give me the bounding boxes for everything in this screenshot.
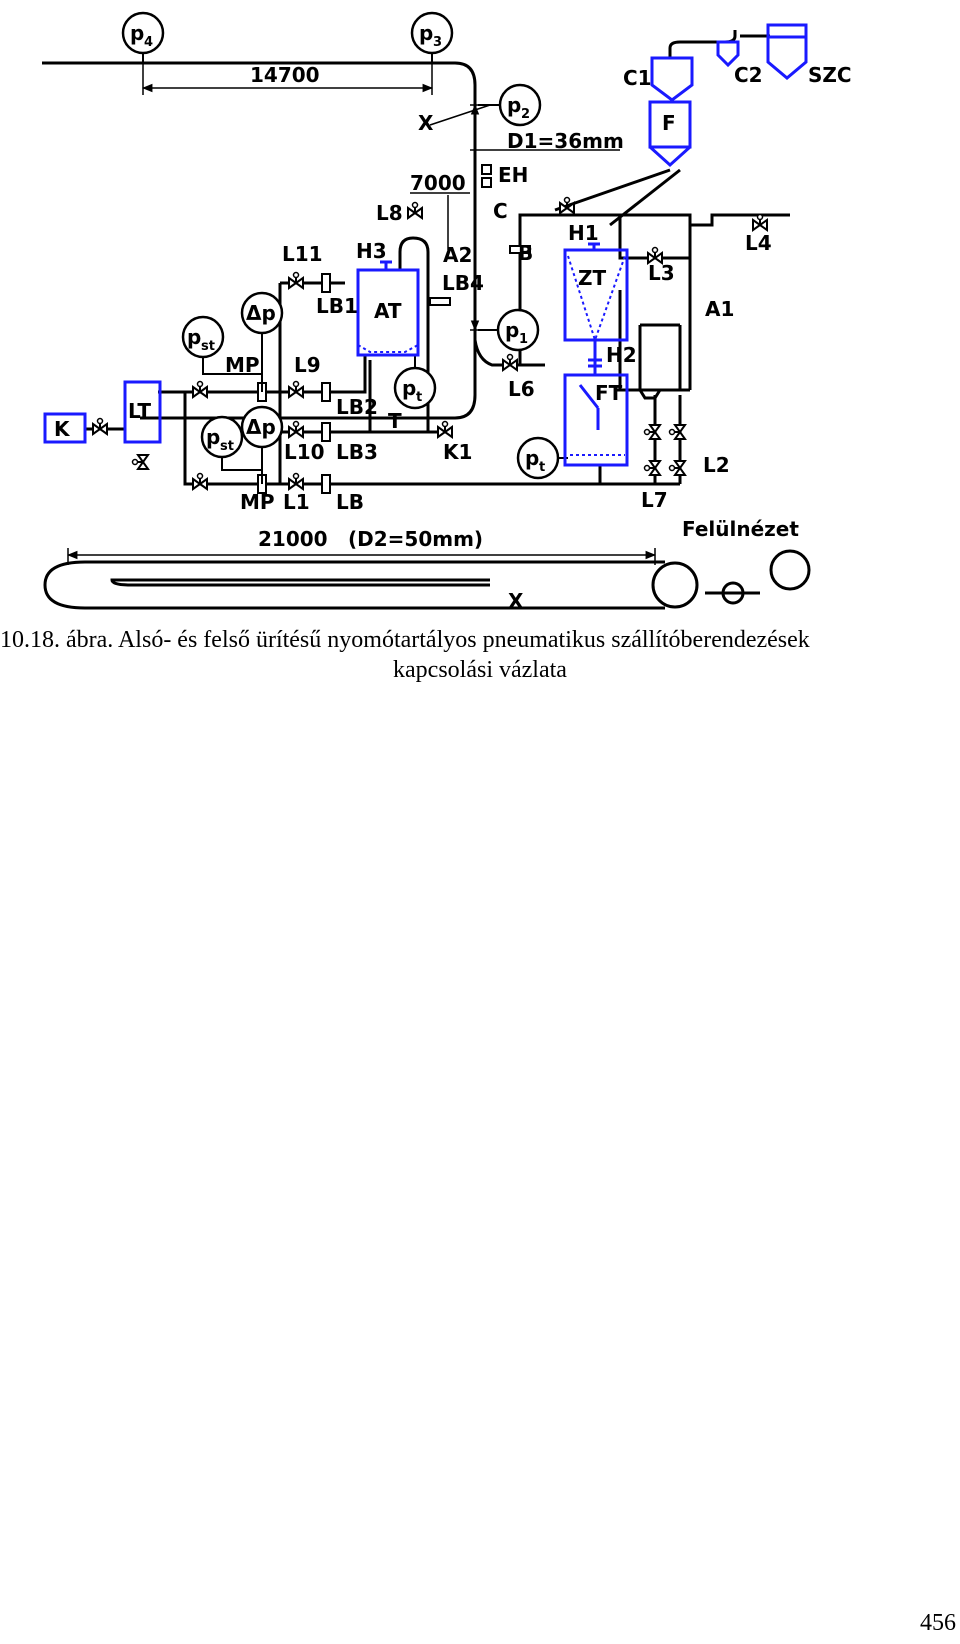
gauge-p1-subscript: 1 <box>519 332 528 347</box>
label-l8: L8 <box>376 201 403 225</box>
label-at: AT <box>374 299 402 323</box>
label-l6: L6 <box>508 377 535 401</box>
gauge-p4-subscript: 4 <box>144 35 153 50</box>
label-ft: FT <box>595 381 623 405</box>
label-szc: SZC <box>808 63 852 87</box>
gauge-pt-ft: p <box>525 446 539 470</box>
label-mp-top: MP <box>225 353 260 377</box>
label-lb1: LB1 <box>316 294 358 318</box>
label-l10: L10 <box>284 440 325 464</box>
dimension-d2: (D2=50mm) <box>348 527 483 551</box>
label-b: B <box>518 241 533 265</box>
label-l4: L4 <box>745 231 772 255</box>
label-l2: L2 <box>703 453 730 477</box>
label-l1: L1 <box>283 490 310 514</box>
vessel-internals <box>357 255 626 456</box>
label-l7: L7 <box>641 488 668 512</box>
gauge-dp-top: Δp <box>246 301 276 325</box>
label-k1: K1 <box>443 440 472 464</box>
label-h1: H1 <box>568 221 599 245</box>
gauge-pt-ft-subscript: t <box>539 460 545 475</box>
dimension-lines <box>66 55 657 565</box>
label-a1: A1 <box>705 297 734 321</box>
label-eh: EH <box>498 163 528 187</box>
gauge-leads <box>142 53 568 484</box>
label-f: F <box>662 111 676 135</box>
label-lb: LB <box>336 490 364 514</box>
equipment-labels: K LT AT ZT FT F C1 C2 SZC EH <box>54 63 852 441</box>
label-k: K <box>54 417 71 441</box>
gauge-pst-top: p <box>187 325 201 349</box>
dimension-7000: 7000 <box>410 171 466 195</box>
label-l9: L9 <box>294 353 321 377</box>
dimension-21000: 21000 <box>258 527 328 551</box>
label-lb2: LB2 <box>336 395 378 419</box>
gauge-dp-bottom: Δp <box>246 415 276 439</box>
gauge-p4: p <box>130 21 144 45</box>
label-lb3: LB3 <box>336 440 378 464</box>
label-l3: L3 <box>648 261 675 285</box>
label-lb4: LB4 <box>442 271 484 295</box>
gauge-p3-subscript: 3 <box>433 35 442 50</box>
label-mp-bottom: MP <box>240 490 275 514</box>
gauge-pt-at-subscript: t <box>416 390 422 405</box>
dimension-labels: 14700 7000 21000 (D2=50mm) D1=36mm <box>250 63 624 551</box>
label-c2: C2 <box>734 63 763 87</box>
label-zt: ZT <box>578 266 607 290</box>
label-h3: H3 <box>356 239 387 263</box>
gauge-pst-top-subscript: st <box>201 339 215 354</box>
gauge-pst-bottom: p <box>206 425 220 449</box>
pneumatic-conveyor-schematic: p4 p3 p2 p1 pt pt pst pst Δp Δp K LT AT … <box>42 11 852 613</box>
component-labels: L1 L2 L3 L4 L6 L7 L8 L9 L10 L11 LB LB1 L… <box>225 111 799 613</box>
figure-caption-line1: 10.18. ábra. Alsó- és felső ürítésű nyom… <box>0 627 810 653</box>
dimension-d1: D1=36mm <box>507 129 624 153</box>
label-x-top: X <box>418 111 434 135</box>
label-c1: C1 <box>623 66 652 90</box>
label-top-view: Felülnézet <box>682 517 799 541</box>
flap-valve <box>380 242 602 430</box>
label-a2: A2 <box>443 243 472 267</box>
label-t: T <box>388 409 402 433</box>
gauge-p3: p <box>419 21 433 45</box>
orifices <box>257 164 531 494</box>
gauge-p1: p <box>505 318 519 342</box>
gauge-p2-subscript: 2 <box>521 107 530 122</box>
label-h2: H2 <box>606 343 637 367</box>
dimension-14700: 14700 <box>250 63 320 87</box>
page-number: 456 <box>920 1610 956 1636</box>
top-view-conveyor <box>43 549 811 610</box>
figure-caption-line2: kapcsolási vázlata <box>393 657 567 683</box>
label-x-bottom: X <box>508 589 524 613</box>
gauge-p2: p <box>507 93 521 117</box>
gauge-pst-bottom-subscript: st <box>220 439 234 454</box>
label-l11: L11 <box>282 242 323 266</box>
label-lt: LT <box>128 399 151 423</box>
gauge-pt-at: p <box>402 376 416 400</box>
label-c: C <box>493 199 508 223</box>
pipelines <box>42 30 790 486</box>
